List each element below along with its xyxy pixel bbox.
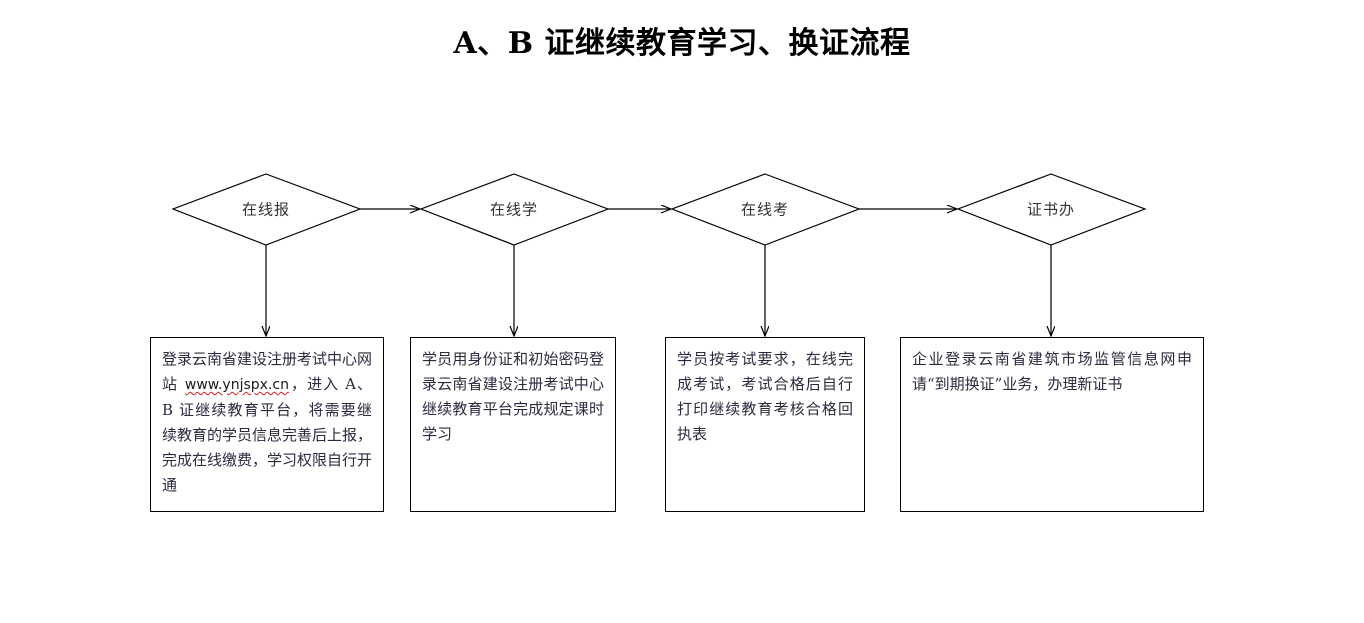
page-title: A、B 证继续教育学习、换证流程 bbox=[453, 26, 911, 61]
process-box-4[interactable]: 企业登录云南省建筑市场监管信息网申请“到期换证”业务，办理新证书 bbox=[900, 337, 1204, 512]
process-box-2-text: 学员用身份证和初始密码登录云南省建设注册考试中心继续教育平台完成规定课时学习 bbox=[422, 350, 604, 443]
process-box-4-text: 企业登录云南省建筑市场监管信息网申请“到期换证”业务，办理新证书 bbox=[912, 350, 1192, 393]
process-box-3[interactable]: 学员按考试要求，在线完成考试，考试合格后自行打印继续教育考核合格回执表 bbox=[665, 337, 865, 512]
process-box-3-text: 学员按考试要求，在线完成考试，考试合格后自行打印继续教育考核合格回执表 bbox=[677, 350, 853, 443]
diamond-label-4[interactable]: 证书办 bbox=[1026, 200, 1076, 219]
process-box-1-text-after-url: ，进入 A、B 证继续教育平台，将需要继续教育的学员信息完善后上报，完成在线缴费… bbox=[162, 375, 373, 494]
process-box-1[interactable]: 登录云南省建设注册考试中心网站 www.ynjspx.cn，进入 A、B 证继续… bbox=[150, 337, 384, 512]
process-box-1-text: 登录云南省建设注册考试中心网站 www.ynjspx.cn，进入 A、B 证继续… bbox=[162, 347, 372, 498]
process-box-1-text-before-url: 登录云南省建设注册考试中心网站 bbox=[162, 350, 373, 393]
diamond-label-2[interactable]: 在线学 bbox=[489, 200, 539, 219]
website-url-misspelled[interactable]: www.ynjspx.cn bbox=[184, 377, 289, 393]
diamond-label-3[interactable]: 在线考 bbox=[740, 200, 790, 219]
diamond-label-1[interactable]: 在线报 bbox=[241, 200, 291, 219]
process-box-2[interactable]: 学员用身份证和初始密码登录云南省建设注册考试中心继续教育平台完成规定课时学习 bbox=[410, 337, 616, 512]
